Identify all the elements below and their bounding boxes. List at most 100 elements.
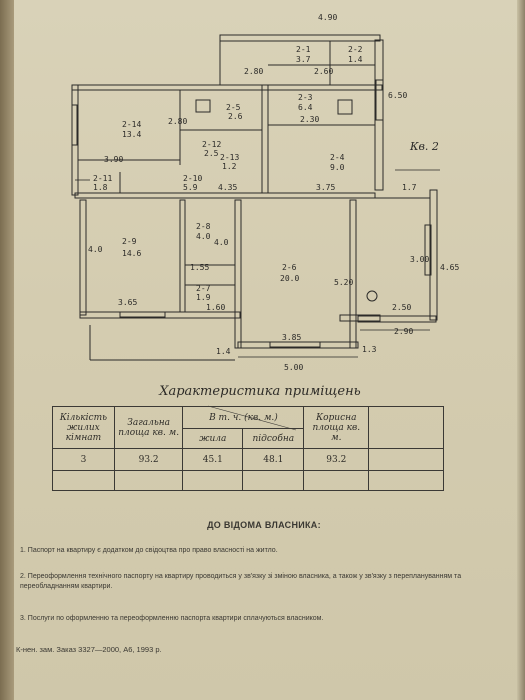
empty-cell <box>52 470 115 491</box>
dim-label: 2.30 <box>300 115 319 124</box>
window <box>71 104 78 146</box>
header-rooms-count: Кількість жилих кімнат <box>52 406 115 449</box>
note-item-1: 1. Паспорт на квартиру є додатком до сві… <box>20 547 278 554</box>
header-total-area: Загальна площа кв. м. <box>113 406 184 449</box>
room-2-6-area: 20.0 <box>280 274 299 283</box>
wall-room-4-west <box>261 84 269 194</box>
wall-north <box>71 84 383 91</box>
room-2-2-area: 1.4 <box>348 55 363 64</box>
dim-label: 3.75 <box>316 183 335 192</box>
page-fold-shadow <box>0 0 14 700</box>
window <box>375 79 384 121</box>
value-total-area: 93.2 <box>113 448 184 471</box>
boiler-symbol <box>366 290 378 302</box>
room-2-14-id: 2-14 <box>122 120 141 129</box>
dim-label: 5.00 <box>284 363 303 372</box>
dim-label: 3.85 <box>282 333 301 342</box>
room-2-1-id: 2-1 <box>296 45 311 54</box>
dim-label: 1.60 <box>206 303 225 312</box>
header-auxiliary: підсобна <box>242 428 305 449</box>
dim-label: 1.4 <box>216 347 231 356</box>
characteristics-table: Кількість жилих кімнат Загальна площа кв… <box>52 406 444 491</box>
wall-north-upper <box>219 34 381 42</box>
value-useful-area: 93.2 <box>303 448 370 471</box>
empty-cell <box>242 470 305 491</box>
room-2-13-id: 2-13 <box>220 153 239 162</box>
empty-cell <box>303 470 370 491</box>
room-2-5-area: 2.6 <box>228 112 243 121</box>
print-imprint: К-нен. зам. Заказ 3327—2000, А6, 1993 р. <box>16 645 162 654</box>
dim-label: 1.7 <box>402 183 417 192</box>
room-2-12-id: 2-12 <box>202 140 221 149</box>
empty-cell <box>182 470 244 491</box>
dim-label: 4.65 <box>440 263 459 272</box>
room-2-11-area: 1.8 <box>93 183 108 192</box>
page-edge <box>517 0 525 700</box>
room-2-8-id: 2-8 <box>196 222 211 231</box>
dim-label: 2.80 <box>244 67 263 76</box>
stove-symbol <box>337 99 353 115</box>
dim-label: 1.3 <box>362 345 377 354</box>
dim-label: 4.35 <box>218 183 237 192</box>
value-living: 45.1 <box>182 448 244 471</box>
window <box>269 341 321 348</box>
dim-label: 5.20 <box>334 278 353 287</box>
room-2-9-id: 2-9 <box>122 237 137 246</box>
dim-label: 4.90 <box>318 13 337 22</box>
room-2-10-id: 2-10 <box>183 174 202 183</box>
dim-label: 2.50 <box>392 303 411 312</box>
notes-heading: ДО ВІДОМА ВЛАСНИКА: <box>207 520 321 530</box>
wall-room-9-east <box>179 199 186 313</box>
header-useful-area: Корисна площа кв. м. <box>303 406 370 449</box>
corridor-wall <box>74 192 376 199</box>
room-2-10-area: 5.9 <box>183 183 198 192</box>
dim-label: 4.0 <box>214 238 229 247</box>
dim-label: 3.65 <box>118 298 137 307</box>
room-2-1-area: 3.7 <box>296 55 311 64</box>
wall-south-right <box>357 315 437 323</box>
empty-header <box>368 406 444 449</box>
room-2-14-area: 13.4 <box>122 130 141 139</box>
wall-room-6-west <box>234 199 242 349</box>
apartment-label: Кв. 2 <box>409 140 439 153</box>
room-2-7-id: 2-7 <box>196 284 211 293</box>
room-2-6-id: 2-6 <box>282 263 297 272</box>
note-item-2: 2. Переоформлення технічного паспорту на… <box>20 573 462 590</box>
room-2-8-area: 4.0 <box>196 232 211 241</box>
room-2-9-area: 14.6 <box>122 249 141 258</box>
room-2-4-area: 9.0 <box>330 163 345 172</box>
room-2-7-area: 1.9 <box>196 293 211 302</box>
dim-label: 3.90 <box>104 155 123 164</box>
empty-cell <box>368 448 444 471</box>
header-living: жила <box>182 428 244 449</box>
wall-room-6-east <box>349 199 357 349</box>
dim-label: 2.60 <box>314 67 333 76</box>
window <box>119 311 166 318</box>
wall-east-lower <box>429 189 438 321</box>
empty-cell <box>113 470 184 491</box>
value-auxiliary: 48.1 <box>242 448 305 471</box>
dim-label: 2.90 <box>394 327 413 336</box>
note-item-3: 3. Послуги по оформленню та переоформлен… <box>20 615 324 622</box>
value-rooms-count: 3 <box>52 448 115 471</box>
header-in-that: В т. ч. (кв. м.) <box>182 406 305 429</box>
room-2-2-id: 2-2 <box>348 45 363 54</box>
room-2-3-area: 6.4 <box>298 103 313 112</box>
dim-label: 2.80 <box>168 117 187 126</box>
dim-label: 6.50 <box>388 91 407 100</box>
room-2-11-id: 2-11 <box>93 174 112 183</box>
empty-cell <box>368 470 444 491</box>
bath-symbol <box>195 99 211 113</box>
dim-label: 1.55 <box>190 263 209 272</box>
room-2-5-id: 2-5 <box>226 103 241 112</box>
room-2-3-id: 2-3 <box>298 93 313 102</box>
dim-label: 3.00 <box>410 255 429 264</box>
window <box>339 314 381 322</box>
room-2-12-area: 2.5 <box>204 149 219 158</box>
window <box>424 224 432 276</box>
room-2-4-id: 2-4 <box>330 153 345 162</box>
wall-west-lower <box>79 199 87 316</box>
room-2-13-area: 1.2 <box>222 162 237 171</box>
